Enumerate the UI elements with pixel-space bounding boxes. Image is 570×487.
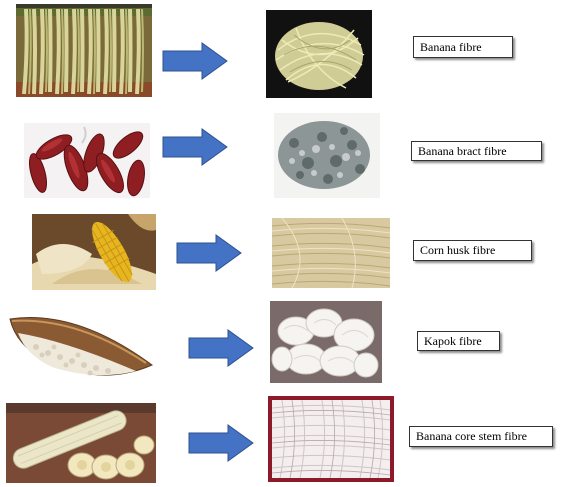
kapok-fibre-photo — [270, 301, 382, 383]
arrow-right-icon — [188, 329, 254, 367]
label-banana-bract-fibre: Banana bract fibre — [411, 141, 542, 161]
label-banana-fibre: Banana fibre — [413, 36, 513, 58]
arrow-right-icon — [188, 424, 254, 462]
label-corn-husk-fibre: Corn husk fibre — [413, 240, 532, 261]
banana-stem-strips-photo — [16, 4, 152, 97]
banana-core-stem-fibre-photo — [268, 396, 394, 482]
banana-bracts-photo — [24, 123, 150, 198]
kapok-pod-photo — [6, 311, 154, 389]
banana-bract-fibre-photo — [274, 113, 380, 198]
label-kapok-fibre: Kapok fibre — [417, 331, 500, 351]
arrow-right-icon — [162, 128, 228, 166]
arrow-right-icon — [176, 234, 242, 272]
banana-core-stem-photo — [6, 403, 156, 483]
label-banana-core-stem-fibre: Banana core stem fibre — [409, 426, 553, 447]
banana-fibre-photo — [266, 10, 372, 98]
corn-husk-photo — [32, 214, 156, 290]
corn-husk-fibre-photo — [272, 218, 390, 288]
arrow-right-icon — [162, 42, 228, 80]
